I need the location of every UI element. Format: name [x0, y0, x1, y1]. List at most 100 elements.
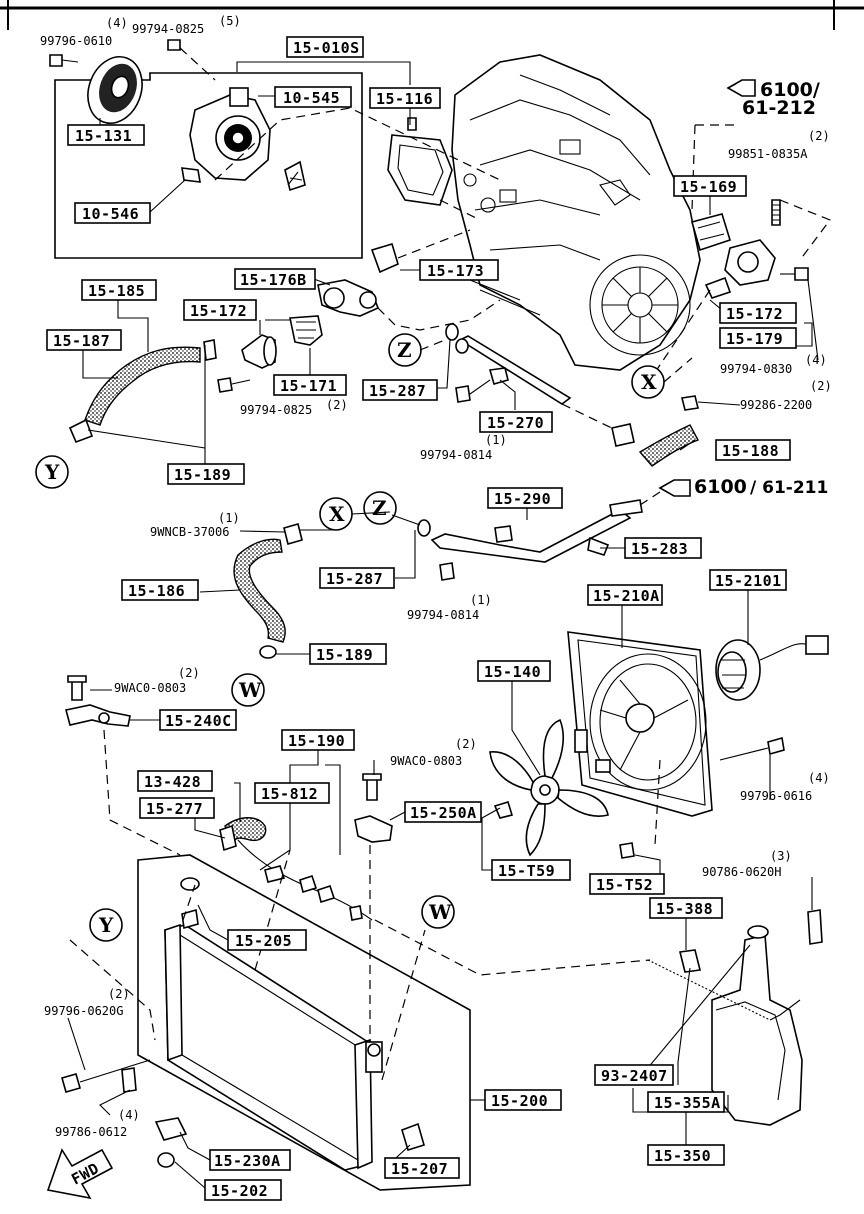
reference-6100-61-211: 6100 / 61-211: [658, 476, 828, 498]
svg-text:15-230A: 15-230A: [214, 1152, 281, 1170]
pipe-15-270: [455, 335, 621, 433]
svg-text:99851-0835A: 99851-0835A: [728, 147, 808, 161]
part-label-15-169: 15-169: [673, 175, 747, 197]
svg-text:15-350: 15-350: [654, 1147, 711, 1165]
part-label-15-2101: 15-2101: [709, 569, 787, 591]
svg-text:(2): (2): [455, 737, 477, 751]
svg-text:15-283: 15-283: [631, 540, 688, 558]
part-label-15-189-b: 15-189: [309, 643, 387, 665]
svg-text:10-545: 10-545: [283, 89, 340, 107]
svg-text:(3): (3): [770, 849, 792, 863]
part-label-15-172-b: 15-172: [719, 302, 797, 324]
svg-text:15-210A: 15-210A: [593, 587, 660, 605]
svg-text:(2): (2): [810, 379, 832, 393]
svg-text:99794-0825: 99794-0825: [240, 403, 312, 417]
svg-text:15-176B: 15-176B: [240, 271, 307, 289]
svg-text:99796-0610: 99796-0610: [40, 34, 112, 48]
thermostat-group: [203, 279, 501, 393]
svg-text:15-172: 15-172: [190, 302, 247, 320]
part-label-15-287-b: 15-287: [319, 567, 395, 589]
part-label-15-270: 15-270: [479, 411, 553, 433]
part-label-15-t52: 15-T52: [589, 873, 665, 895]
svg-text:15-T59: 15-T59: [498, 862, 555, 880]
svg-text:W: W: [238, 678, 262, 702]
svg-text:15-010S: 15-010S: [293, 39, 360, 57]
part-label-10-546: 10-546: [74, 202, 151, 224]
svg-text:6100: 6100: [694, 476, 747, 498]
part-label-boxes: 15-010S 15-116 10-545 15-131 10-546 15-1…: [46, 36, 797, 1201]
svg-text:(1): (1): [218, 511, 240, 525]
part-label-15-210a: 15-210A: [587, 584, 663, 606]
part-label-15-187: 15-187: [46, 329, 122, 351]
svg-text:(2): (2): [326, 398, 348, 412]
part-label-15-250a: 15-250A: [404, 801, 482, 823]
svg-text:61-212: 61-212: [742, 97, 816, 119]
bolt-label-99796-0616: (4)99796-0616: [740, 771, 830, 803]
bolt-label-99794-0830: 99794-0830(4): [720, 353, 827, 376]
fan-motor-15-2101: [715, 635, 829, 701]
part-label-15-205: 15-205: [227, 929, 307, 951]
part-label-15-140: 15-140: [477, 660, 551, 682]
part-label-15-010s: 15-010S: [286, 36, 364, 58]
svg-text:X: X: [641, 370, 657, 394]
svg-text:15-190: 15-190: [288, 732, 345, 750]
svg-text:15-388: 15-388: [656, 900, 713, 918]
svg-text:15-188: 15-188: [722, 442, 779, 460]
svg-text:15-171: 15-171: [280, 377, 337, 395]
bolt-label-99794-0825-top: 99794-0825(5): [132, 14, 241, 36]
svg-text:99794-0814: 99794-0814: [407, 608, 479, 622]
svg-text:9WNCB-37006: 9WNCB-37006: [150, 525, 229, 539]
part-label-15-186: 15-186: [121, 579, 199, 601]
svg-text:(2): (2): [808, 129, 830, 143]
svg-text:Z: Z: [397, 338, 412, 362]
radiator-15-200: [61, 854, 471, 1191]
dash-pump-engine: [214, 107, 501, 181]
svg-text:15-T52: 15-T52: [596, 876, 653, 894]
bolt-labels: (4)99796-0610 99794-0825(5) (2)99851-083…: [40, 14, 832, 1139]
svg-text:15-277: 15-277: [146, 800, 203, 818]
part-label-15-812: 15-812: [254, 782, 330, 804]
part-label-15-287-a: 15-287: [362, 379, 438, 401]
svg-text:15-812: 15-812: [261, 785, 318, 803]
part-label-13-428: 13-428: [137, 770, 213, 792]
svg-text:15-172: 15-172: [726, 305, 783, 323]
hose-15-277: [224, 817, 267, 844]
svg-text:(4): (4): [118, 1108, 140, 1122]
svg-text:15-116: 15-116: [376, 90, 433, 108]
part-label-15-240c: 15-240C: [159, 709, 237, 731]
part-label-15-171: 15-171: [273, 374, 347, 396]
svg-text:15-186: 15-186: [128, 582, 185, 600]
svg-text:15-2101: 15-2101: [715, 572, 782, 590]
marker-x-top: X: [631, 365, 665, 399]
outlet-right-group: [691, 199, 809, 299]
svg-text:(2): (2): [108, 987, 130, 1001]
part-label-15-189-a: 15-189: [167, 463, 245, 485]
marker-y-top: Y: [35, 455, 69, 489]
svg-text:6100/: 6100/: [760, 79, 820, 101]
part-label-15-185: 15-185: [81, 279, 157, 301]
water-pump-group: [49, 39, 453, 259]
part-label-15-200: 15-200: [484, 1089, 562, 1111]
part-label-15-176b: 15-176B: [234, 268, 316, 290]
svg-text:15-290: 15-290: [494, 490, 551, 508]
hose-15-187: [84, 346, 201, 426]
part-label-15-355a: 15-355A: [647, 1091, 725, 1113]
svg-text:15-250A: 15-250A: [410, 804, 477, 822]
svg-text:/ 61-211: / 61-211: [750, 478, 828, 498]
svg-text:99786-0612: 99786-0612: [55, 1125, 127, 1139]
bolt-label-99794-0814-a: (1)99794-0814: [420, 433, 507, 462]
part-label-15-283: 15-283: [624, 537, 702, 559]
svg-text:15-169: 15-169: [680, 178, 737, 196]
svg-text:13-428: 13-428: [144, 773, 201, 791]
svg-text:15-287: 15-287: [369, 382, 426, 400]
bolt-label-99851-0835a: (2)99851-0835A: [728, 129, 830, 161]
marker-w-bottom: W: [421, 895, 455, 929]
reference-6100-61-212: 6100/ 61-212: [726, 79, 820, 119]
svg-text:15-355A: 15-355A: [654, 1094, 721, 1112]
svg-text:93-2407: 93-2407: [601, 1067, 668, 1085]
svg-text:15-200: 15-200: [491, 1092, 548, 1110]
bolt-label-99794-0814-b: (1)99794-0814: [407, 593, 492, 622]
bolt-label-9wncb-37006: (1)9WNCB-37006: [150, 511, 240, 539]
svg-text:99794-0825: 99794-0825: [132, 22, 204, 36]
part-label-15-290: 15-290: [487, 487, 563, 509]
